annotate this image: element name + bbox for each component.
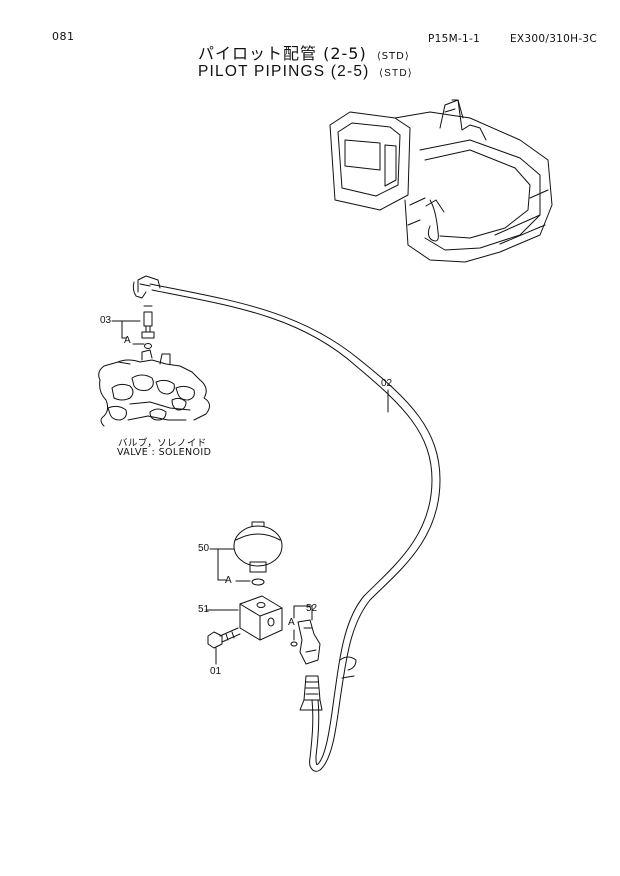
valve-caption-japanese: バルブ，ソレノイド — [118, 438, 207, 449]
title-japanese: パイロット配管 (2-5) ⟨STD⟩ — [198, 40, 410, 64]
page-number: 081 — [52, 30, 75, 43]
reference-code: P15M-1-1 — [428, 33, 481, 45]
std-tag: ⟨STD⟩ — [376, 51, 410, 62]
title-japanese-text: パイロット配管 (2-5) — [198, 44, 367, 63]
hose-clamp — [339, 656, 357, 671]
hose-end-fitting — [299, 675, 323, 711]
upper-elbow-fitting — [132, 275, 161, 299]
part-51-block — [239, 595, 283, 641]
callout-a2: A — [225, 575, 232, 586]
o-ring-a2 — [251, 578, 265, 586]
callout-52: 52 — [306, 603, 318, 614]
callout-02: 02 — [381, 378, 393, 389]
title-english-text: PILOT PIPINGS (2-5) — [198, 63, 370, 80]
part-52-elbow — [290, 619, 321, 665]
leader-03 — [111, 320, 127, 339]
solenoid-valve-assembly — [98, 349, 210, 427]
leader-50 — [209, 548, 227, 581]
part-50-accumulator — [233, 521, 283, 586]
part-02-hose — [149, 283, 441, 772]
callout-50: 50 — [198, 543, 210, 554]
callout-a1: A — [124, 335, 131, 346]
callout-01: 01 — [210, 666, 222, 677]
excavator-overview — [329, 99, 553, 263]
o-ring-a1 — [144, 343, 152, 349]
callout-03: 03 — [100, 315, 112, 326]
leader-52 — [293, 605, 313, 621]
std-tag: ⟨STD⟩ — [379, 68, 413, 79]
callout-a3: A — [288, 617, 295, 628]
part-01-bolt — [207, 627, 241, 649]
callout-51: 51 — [198, 604, 210, 615]
valve-caption-english: VALVE : SOLENOID — [117, 447, 212, 458]
model-code: EX300/310H-3C — [510, 33, 598, 45]
part-03-connector — [141, 305, 155, 349]
o-ring-a3 — [290, 641, 298, 647]
title-english: PILOT PIPINGS (2-5) ⟨STD⟩ — [198, 63, 413, 81]
